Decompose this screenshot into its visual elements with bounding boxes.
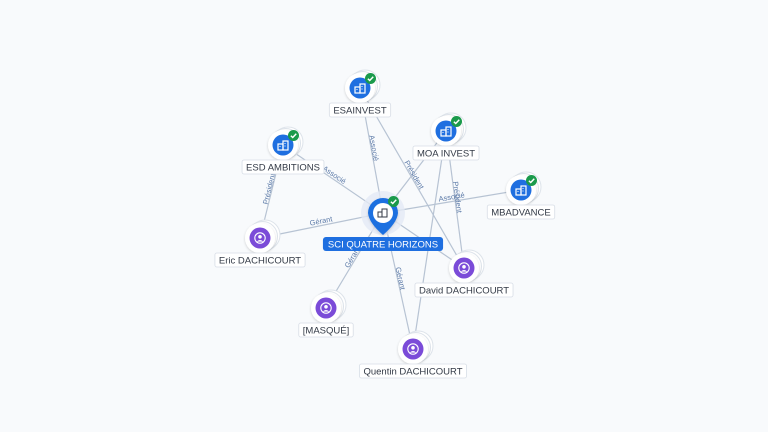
center-label-bg xyxy=(322,237,444,251)
node-label-esd: ESD AMBITIONS xyxy=(246,163,320,174)
node-label-david-bg xyxy=(414,282,514,298)
company-node-esd[interactable]: ESD AMBITIONS xyxy=(241,126,325,175)
person-node-david[interactable]: David DACHICOURT xyxy=(414,249,514,298)
center-company-node[interactable]: SCI QUATRE HORIZONS xyxy=(322,191,444,251)
edge-label-david-esainvest: Président xyxy=(402,159,426,192)
person-node-eric[interactable]: Eric DACHICOURT xyxy=(214,219,306,268)
building-icon xyxy=(377,208,388,218)
edge-label-eric-esd: Président xyxy=(261,172,278,206)
edge-label-esd-center: Associé xyxy=(321,164,348,186)
node-label-esainvest-bg xyxy=(328,102,392,118)
center-inner-disc xyxy=(373,203,393,223)
company-node-mbadvance[interactable]: MBADVANCE xyxy=(486,171,556,220)
company-node-esainvest[interactable]: ESAINVEST xyxy=(328,69,392,118)
node-label-quentin-bg xyxy=(359,363,467,379)
node-label-david: David DACHICOURT xyxy=(419,286,509,297)
node-label-eric-bg xyxy=(214,252,306,268)
company-node-moa[interactable]: MOA INVEST xyxy=(412,112,480,161)
node-label-masque-bg xyxy=(298,322,354,338)
node-label-eric: Eric DACHICOURT xyxy=(219,256,301,267)
edge-mbadvance-center xyxy=(382,189,522,214)
node-label-quentin: Quentin DACHICOURT xyxy=(363,367,462,378)
check-icon xyxy=(288,130,299,141)
person-node-masque[interactable]: [MASQUÉ] xyxy=(298,289,354,338)
edge-label-david-moa: Président xyxy=(451,181,464,214)
check-icon xyxy=(388,196,399,207)
node-label-moa-bg xyxy=(412,145,480,161)
check-icon xyxy=(526,175,537,186)
check-icon xyxy=(365,73,376,84)
node-label-esainvest: ESAINVEST xyxy=(333,106,387,117)
node-label-mbadvance-bg xyxy=(486,204,556,220)
edge-quentin-center xyxy=(382,212,414,350)
person-node-quentin[interactable]: Quentin DACHICOURT xyxy=(359,330,467,379)
node-label-esd-bg xyxy=(241,159,325,175)
edge-david-esainvest xyxy=(359,87,465,269)
edge-label-quentin-center: Gérant xyxy=(394,266,408,291)
edge-label-mbadvance-center: Associé xyxy=(438,190,465,203)
center-label: SCI QUATRE HORIZONS xyxy=(328,240,438,251)
check-icon xyxy=(451,116,462,127)
node-label-moa: MOA INVEST xyxy=(417,149,475,160)
edge-label-esainvest-center: Associé xyxy=(367,134,381,161)
node-label-mbadvance: MBADVANCE xyxy=(491,208,550,219)
node-label-masque: [MASQUÉ] xyxy=(303,326,349,337)
